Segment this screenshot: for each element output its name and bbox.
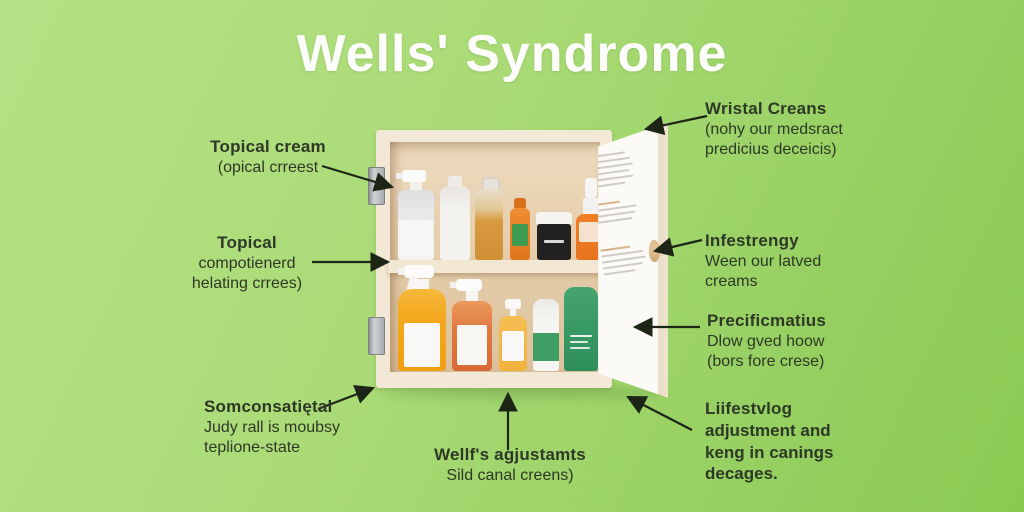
label-topical-compotienerd: Topical compotienerd helating crrees) — [186, 232, 308, 295]
large-orange-trigger-spray — [398, 265, 446, 371]
page-title: Wells' Syndrome — [296, 25, 728, 83]
label-heading: Precificmatius — [707, 311, 827, 330]
label-line: (nohy our medsract — [705, 120, 843, 138]
label-line: Judy rall is moubsy — [204, 418, 341, 436]
label-heading: Wristal Creans — [705, 99, 827, 118]
label-somconsatietal: Somconsatiętal Judy rall is moubsy tepli… — [204, 396, 384, 459]
label-infestrengy: Infestrengy Ween our latved creams — [705, 230, 875, 293]
label-line: Sild canal creens) — [446, 466, 574, 484]
label-heading: Topical — [217, 233, 277, 252]
arrow-liifestvlog — [626, 395, 693, 431]
label-line: adjustment and — [705, 420, 831, 440]
amber-bottle — [475, 177, 503, 260]
label-wristal-creans: Wristal Creans (nohy our medsract predic… — [705, 98, 895, 161]
red-orange-trigger-spray — [450, 279, 492, 371]
black-jar-white-lid — [536, 212, 572, 260]
label-heading: Infestrengy — [705, 231, 799, 250]
label-line: Dlow gved hoow — [707, 332, 825, 350]
cabinet-shadow — [382, 388, 668, 398]
label-line: helating crrees) — [191, 275, 303, 293]
white-tube-green-band — [533, 299, 559, 371]
label-wellfs-agjustamts: Wellf's agjustamts Sild canal creens) — [422, 444, 598, 486]
hinge-icon — [368, 317, 385, 355]
label-precificmatius: Precificmatius Dlow gved hoow (bors fore… — [707, 310, 887, 373]
label-line: teplione-state — [204, 439, 301, 457]
hinge-icon — [368, 167, 385, 205]
label-line: compotienerd — [198, 254, 296, 272]
label-line: Ween our latved — [705, 252, 822, 270]
label-line: creams — [705, 273, 758, 291]
small-orange-bottle-green-label — [510, 198, 530, 260]
white-bottle — [440, 176, 470, 260]
label-heading: Wellf's agjustamts — [434, 445, 586, 464]
label-heading: Topical cream — [210, 137, 326, 156]
label-line: predicius deceicis) — [705, 141, 837, 159]
label-heading: Liifestvlog — [705, 399, 793, 418]
small-yellow-pump-bottle — [499, 299, 527, 371]
cabinet-door-open — [598, 122, 668, 398]
green-tube — [564, 287, 598, 371]
label-topical-cream: Topical cream (opical crreest — [198, 136, 338, 178]
clear-spray-bottle — [396, 158, 434, 262]
label-line: (bors fore crese) — [707, 353, 825, 371]
door-knob — [649, 240, 660, 262]
label-line: (opical crreest — [217, 158, 319, 176]
label-liifestvlog: Liifestvlog adjustment and keng in canin… — [705, 398, 890, 485]
label-line: keng in canings — [705, 442, 834, 462]
label-heading: Somconsatiętal — [204, 397, 333, 416]
label-line: decages. — [705, 464, 778, 484]
cabinet-shelf — [388, 260, 602, 273]
